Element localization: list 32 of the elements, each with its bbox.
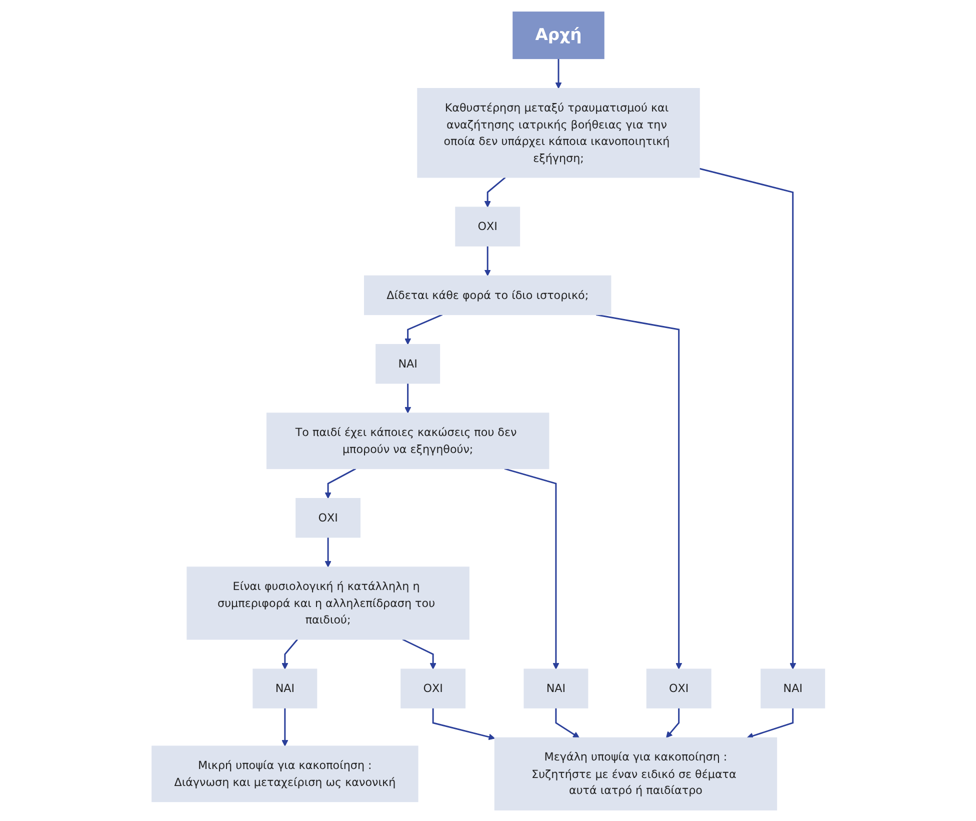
arrow	[402, 638, 436, 669]
node-box: ΝΑΙ	[375, 344, 440, 384]
arrow	[554, 708, 580, 738]
arrow	[324, 536, 331, 567]
arrow	[698, 167, 796, 669]
node-box: ΟΧΙ	[400, 668, 466, 708]
node-box: ΟΧΙ	[295, 498, 360, 538]
arrow	[746, 708, 794, 738]
node-box: Μικρή υποψία για κακοποίηση : Διάγνωση και μεταχείριση ως κανονική	[151, 745, 418, 802]
arrow	[324, 468, 356, 498]
node-box: Το παιδί έχει κάποιες κακώσεις που δεν μπορούν να εξηγηθούν;	[266, 412, 549, 469]
arrow	[404, 382, 411, 413]
arrow	[432, 708, 495, 740]
arrow	[281, 708, 288, 746]
arrow	[281, 638, 298, 669]
arrow	[666, 708, 680, 738]
node-box: Αρχή	[512, 11, 604, 59]
node-box: ΝΑΙ	[523, 668, 588, 708]
node-box: ΝΑΙ	[252, 668, 317, 708]
node-box: ΝΑΙ	[760, 668, 825, 708]
node-box: ΟΧΙ	[646, 668, 711, 708]
node-box: Δίδεται κάθε φορά το ίδιο ιστορικό;	[364, 274, 611, 315]
arrow	[596, 313, 682, 669]
arrow	[484, 246, 491, 276]
node-box: ΟΧΙ	[454, 206, 520, 246]
arrow	[504, 467, 559, 669]
arrow	[554, 58, 562, 88]
arrow	[404, 314, 442, 344]
node-box: Καθυστέρηση μεταξύ τραυματισμού και αναζήτησης ιατρικής βοήθειας για την οποία δεν υπάρχει κάποια ικανοποιητική εξήγηση;	[416, 88, 700, 178]
node-box: Μεγάλη υποψία για κακοποίηση : Συζητήστε με έναν ειδικό σε θέματα αυτά ιατρό ή παιδίατρο	[494, 736, 777, 810]
node-box: Είναι φυσιολογική ή κατάλληλη η συμπεριφορά και η αλληλεπίδραση του παιδιού;	[186, 566, 470, 640]
arrow	[484, 176, 506, 207]
